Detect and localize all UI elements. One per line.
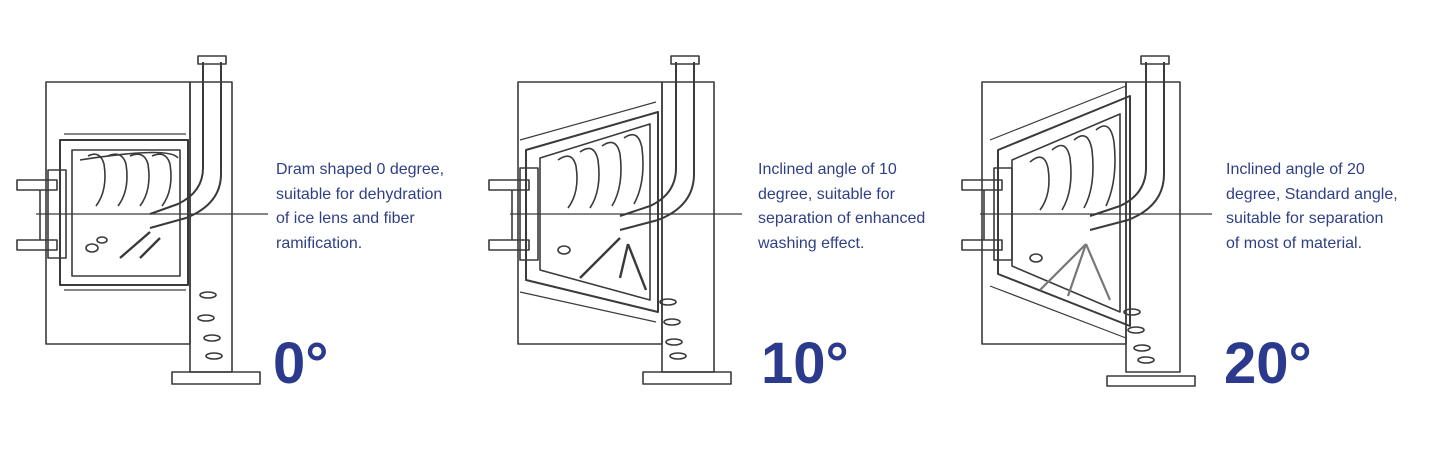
description-10-degree: Inclined angle of 10 degree, suitable fo… xyxy=(758,158,925,256)
description-20-degree: Inclined angle of 20 degree, Standard an… xyxy=(1226,158,1398,256)
angle-label-20-degree: 20° xyxy=(1224,331,1312,396)
solid-discharge xyxy=(197,291,223,360)
description-line: suitable for separation xyxy=(1226,210,1384,227)
description-line: separation of enhanced xyxy=(758,210,926,227)
description-0-degree: Dram shaped 0 degree, suitable for dehyd… xyxy=(276,158,444,256)
housing xyxy=(45,81,191,345)
centrifuge-diagram-0-degree xyxy=(16,55,268,385)
panel-10-degree: Inclined angle of 10 degree, suitable fo… xyxy=(480,0,960,450)
description-line: of most of material. xyxy=(1226,234,1363,252)
drum xyxy=(525,111,659,313)
description-line: Inclined angle of 20 xyxy=(1226,161,1365,178)
panel-0-degree: Dram shaped 0 degree, suitable for dehyd… xyxy=(0,0,480,450)
solid-discharge xyxy=(659,298,687,360)
screw-flights xyxy=(1029,125,1116,211)
screen-hatching xyxy=(989,85,1127,339)
description-line: degree, suitable for xyxy=(758,185,895,203)
centrifuge-diagram-20-degree xyxy=(961,55,1212,387)
description-line: suitable for dehydration xyxy=(276,185,443,203)
drum xyxy=(997,95,1131,327)
centrifuge-diagram-10-degree xyxy=(488,55,742,385)
description-line: Inclined angle of 10 xyxy=(758,161,897,178)
description-line: washing effect. xyxy=(758,234,865,252)
screw-flights xyxy=(79,151,179,207)
description-line: ramification. xyxy=(276,234,363,252)
angle-label-10-degree: 10° xyxy=(761,331,849,396)
description-line: of ice lens and fiber xyxy=(276,210,415,227)
discharge-column xyxy=(661,81,715,373)
feed-pipe xyxy=(619,62,677,217)
screw-flights xyxy=(557,133,644,209)
description-line: Dram shaped 0 degree, xyxy=(276,161,445,178)
panel-20-degree: Inclined angle of 20 degree, Standard an… xyxy=(960,0,1440,450)
screen-hatching xyxy=(64,133,186,291)
feed-pipe xyxy=(1089,62,1147,217)
feed-pipe xyxy=(149,62,204,215)
discharge-column xyxy=(189,81,233,373)
discharge-column xyxy=(1125,81,1181,373)
drum xyxy=(59,139,189,286)
solid-discharge xyxy=(1123,308,1155,364)
screen-hatching xyxy=(519,101,657,323)
angle-label-0-degree: 0° xyxy=(273,331,329,396)
description-line: degree, Standard angle, xyxy=(1226,185,1398,203)
